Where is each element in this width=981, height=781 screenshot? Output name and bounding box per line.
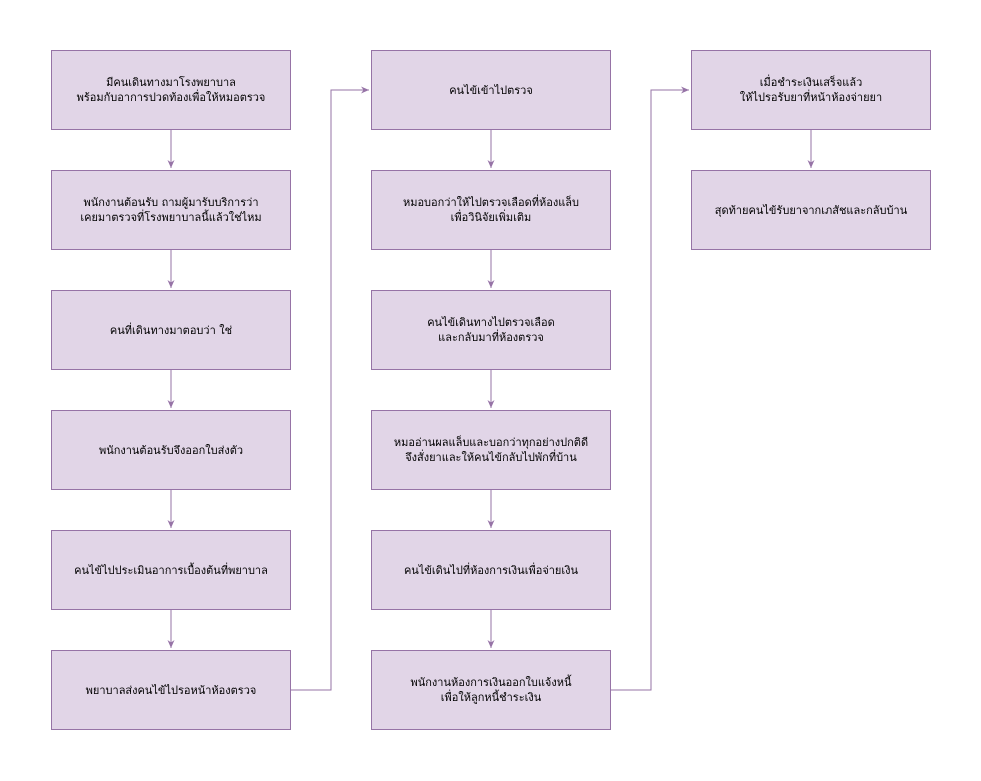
step-label: คนไข้เดินไปที่ห้องการเงินเพื่อจ่ายเงิน — [403, 563, 579, 577]
step-label: เมื่อชำระเงินเสร็จแล้ว ให้ไปรอรับยาที่หน… — [739, 76, 883, 104]
step-doctor-reads-results[interactable]: หมออ่านผลแล็บและบอกว่าทุกอย่างปกติดี จึง… — [371, 410, 611, 490]
step-wait-exam-room[interactable]: พยาบาลส่งคนไข้ไปรอหน้าห้องตรวจ — [51, 650, 291, 730]
step-label: พยาบาลส่งคนไข้ไปรอหน้าห้องตรวจ — [85, 683, 257, 697]
step-reception-asks[interactable]: พนักงานต้อนรับ ถามผู้มารับบริการว่า เคยม… — [51, 170, 291, 250]
connector-6-7 — [291, 86, 369, 691]
step-doctor-orders-blood-test[interactable]: หมอบอกว่าให้ไปตรวจเลือดที่ห้องแล็บ เพื่อ… — [371, 170, 611, 250]
step-receive-medicine-go-home[interactable]: สุดท้ายคนไข้รับยาจากเภสัชและกลับบ้าน — [691, 170, 931, 250]
step-blood-test-return[interactable]: คนไข้เดินทางไปตรวจเลือด และกลับมาที่ห้อง… — [371, 290, 611, 370]
step-label: พนักงานต้อนรับ ถามผู้มารับบริการว่า เคยม… — [80, 196, 262, 224]
step-label: พนักงานห้องการเงินออกใบแจ้งหนี้ เพื่อให้… — [410, 676, 572, 704]
step-label: คนไข้เข้าไปตรวจ — [449, 83, 533, 97]
step-label: คนไข้เดินทางไปตรวจเลือด และกลับมาที่ห้อง… — [427, 316, 555, 344]
step-label: มีคนเดินทางมาโรงพยาบาล พร้อมกับอาการปวดท… — [76, 76, 266, 104]
step-wait-pharmacy[interactable]: เมื่อชำระเงินเสร็จแล้ว ให้ไปรอรับยาที่หน… — [691, 50, 931, 130]
step-arrive-hospital[interactable]: มีคนเดินทางมาโรงพยาบาล พร้อมกับอาการปวดท… — [51, 50, 291, 130]
step-label: คนที่เดินทางมาตอบว่า ใช่ — [109, 323, 233, 337]
step-label: พนักงานต้อนรับจึงออกใบส่งตัว — [98, 443, 244, 457]
step-label: คนไข้ไปประเมินอาการเบื้องต้นที่พยาบาล — [74, 563, 268, 577]
step-issue-invoice[interactable]: พนักงานห้องการเงินออกใบแจ้งหนี้ เพื่อให้… — [371, 650, 611, 730]
step-patient-examined[interactable]: คนไข้เข้าไปตรวจ — [371, 50, 611, 130]
step-go-to-cashier[interactable]: คนไข้เดินไปที่ห้องการเงินเพื่อจ่ายเงิน — [371, 530, 611, 610]
connector-12-13 — [611, 86, 689, 691]
step-patient-answers-yes[interactable]: คนที่เดินทางมาตอบว่า ใช่ — [51, 290, 291, 370]
step-label: หมออ่านผลแล็บและบอกว่าทุกอย่างปกติดี จึง… — [393, 436, 589, 464]
step-label: หมอบอกว่าให้ไปตรวจเลือดที่ห้องแล็บ เพื่อ… — [402, 196, 580, 224]
step-issue-referral[interactable]: พนักงานต้อนรับจึงออกใบส่งตัว — [51, 410, 291, 490]
step-nurse-assessment[interactable]: คนไข้ไปประเมินอาการเบื้องต้นที่พยาบาล — [51, 530, 291, 610]
step-label: สุดท้ายคนไข้รับยาจากเภสัชและกลับบ้าน — [714, 203, 908, 217]
